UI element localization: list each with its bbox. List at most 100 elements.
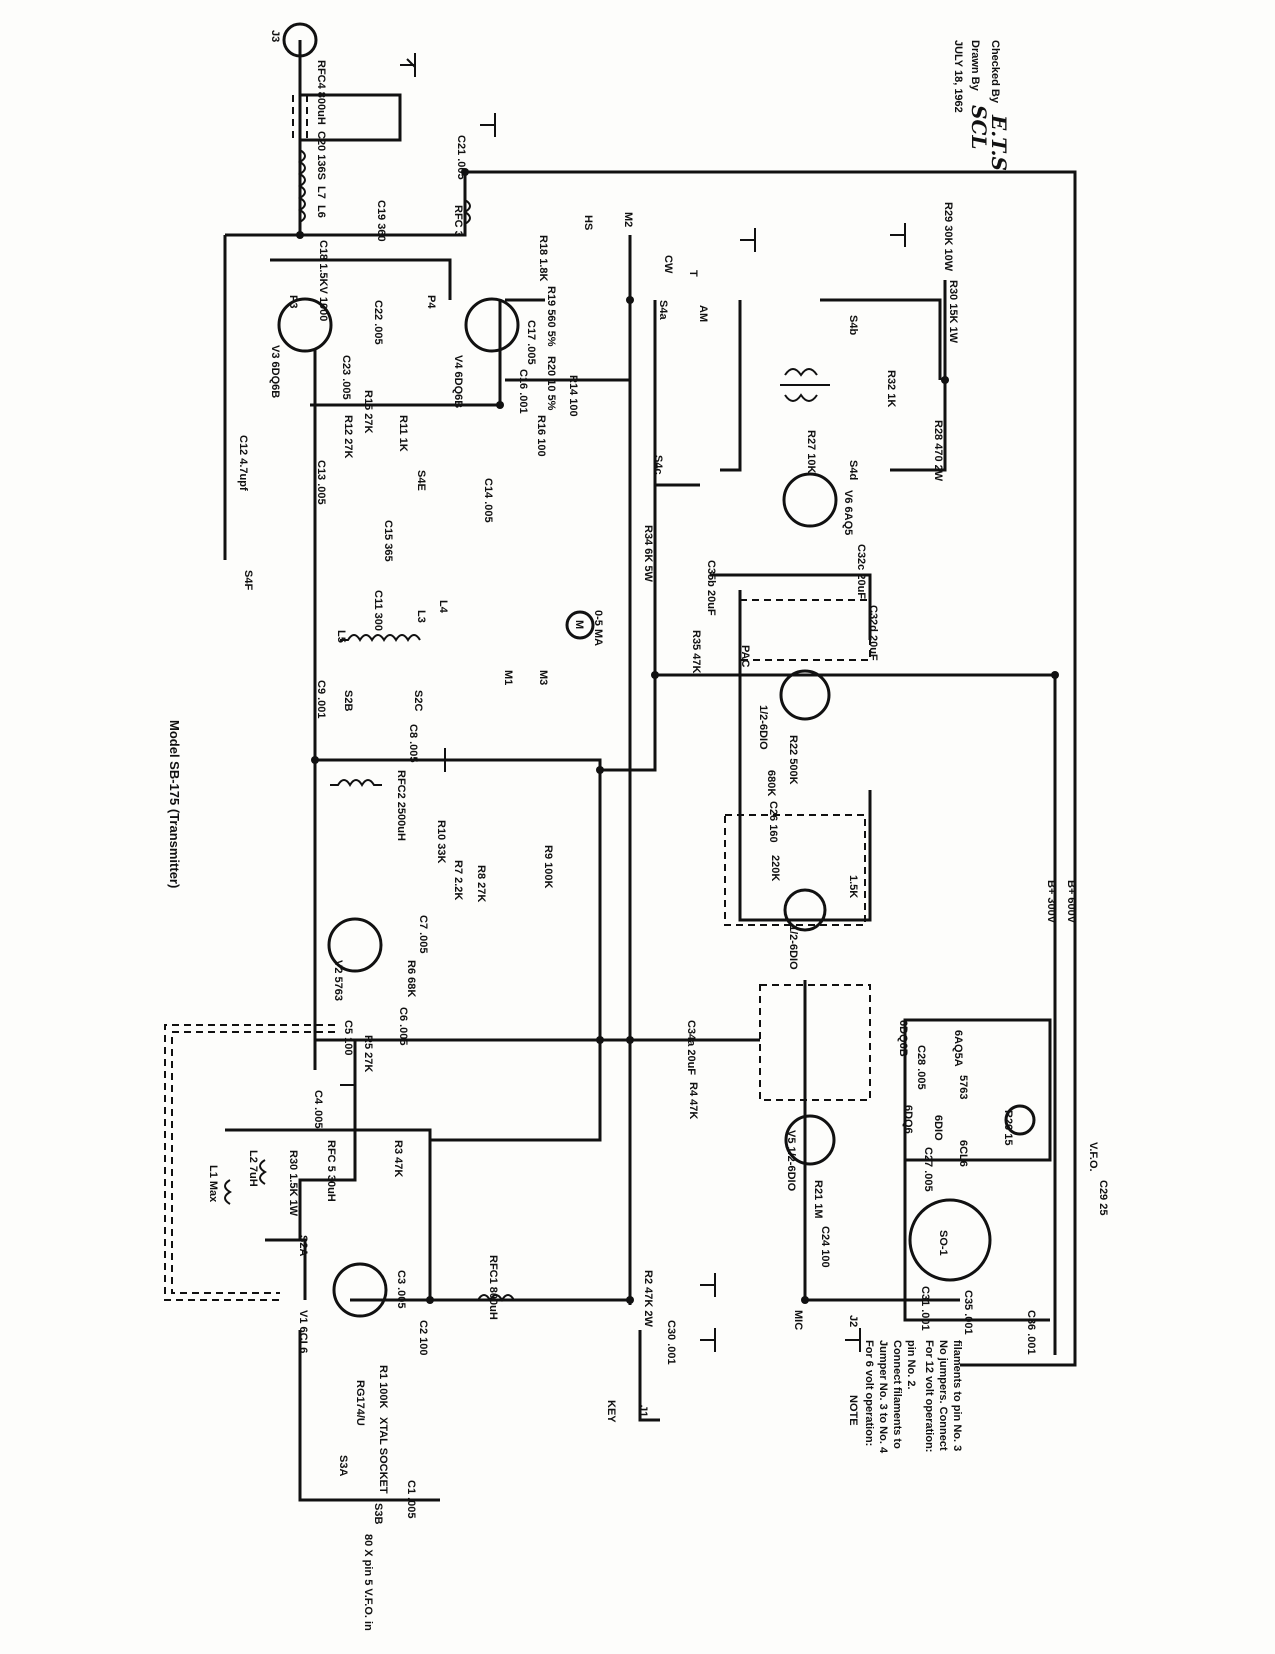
label-c26: C26 160 [767, 801, 779, 843]
label-t6dq6: 6DQ6 [902, 1105, 914, 1134]
lamp-r26 [1004, 1104, 1036, 1136]
label-c28: C28 .005 [915, 1045, 927, 1090]
label-m1: M1 [502, 670, 514, 685]
label-r3: R3 47K [392, 1140, 404, 1177]
label-c27: C27 .005 [922, 1147, 934, 1192]
label-t6dq6b: 6DQ6B [897, 1020, 909, 1057]
label-c32d: C32d 20uF [867, 605, 879, 661]
note-line: For 12 volt operation: [923, 1340, 935, 1452]
label-v6: V6 6AQ5 [842, 490, 854, 535]
label-c15: C15 365 [382, 520, 394, 562]
label-v4: V4 6DQ6B [452, 355, 464, 408]
note-line: For 6 volt operation: [863, 1340, 875, 1446]
label-l2: L2 7uH [247, 1150, 259, 1187]
label-rg: RG174/U [354, 1380, 366, 1426]
label-r15: R15 27K [362, 390, 374, 433]
label-v2: V2 5763 [332, 960, 344, 1001]
label-v1: V1 6CL6 [297, 1310, 309, 1353]
label-bplus300: B+ 300V [1045, 880, 1057, 924]
label-bplus600: B+ 600V [1065, 880, 1077, 924]
label-c16: C16 .001 [517, 369, 529, 414]
meter-m [565, 610, 595, 640]
label-vfo: V.F.O. [1087, 1142, 1099, 1172]
label-r32: R32 1K [885, 370, 897, 407]
label-t6cl6: 6CL6 [957, 1140, 969, 1167]
label-hs: HS [582, 215, 594, 230]
wiring [223, 40, 1077, 1502]
label-r12: R12 27K [342, 415, 354, 458]
label-xtal: XTAL SOCKET [377, 1417, 389, 1494]
label-r35: R35 47K [690, 630, 702, 673]
label-rfc5: RFC 5 30uH [325, 1140, 337, 1202]
label-r10: R10 33K [435, 820, 447, 863]
label-m3: M3 [537, 670, 549, 685]
label-c7: C7 .005 [417, 915, 429, 954]
label-j3: J3 [269, 30, 281, 42]
label-c34a: C34a 20uF [685, 1020, 697, 1075]
socket-so1 [908, 1198, 992, 1282]
label-c6: C6 .005 [397, 1007, 409, 1046]
label-s4a: S4a [657, 300, 669, 320]
label-r19: R19 560 5% [545, 286, 557, 347]
label-r16: R16 100 [535, 415, 547, 457]
label-s4e: S4E [415, 470, 427, 491]
label-c30b: C30 .001 [665, 1320, 677, 1365]
label-c2: C2 100 [417, 1320, 429, 1355]
label-c29: C29 25 [1097, 1180, 1109, 1215]
label-r20: R20 10 5% [545, 356, 557, 411]
label-am: AM [697, 305, 709, 322]
label-r21: R21 1M [812, 1180, 824, 1219]
label-pac: PAC [739, 645, 751, 667]
drawn-by-signature: SCL [967, 105, 991, 149]
label-c24: C24 100 [819, 1226, 831, 1268]
label-r7: R7 2.2K [452, 860, 464, 900]
label-r15k: 1.5K [847, 875, 859, 898]
note-line: pin No. 2. [905, 1340, 917, 1390]
label-c9: C9 .001 [315, 680, 327, 719]
label-c17: C17 .005 [525, 320, 537, 365]
label-t5763: 5763 [957, 1075, 969, 1099]
tube-v5a [779, 669, 831, 721]
label-meter_range: 0-5 MA [592, 610, 604, 646]
label-rfc2: RFC2 2500uH [395, 770, 407, 841]
label-c14: C14 .005 [482, 478, 494, 523]
label-v5b: 1/2-6DIO [787, 925, 799, 970]
tube-v2 [327, 917, 383, 973]
label-vfo_in: 80 X pin 5 V.F.O. in [362, 1534, 374, 1631]
label-l6: L6 [315, 205, 327, 218]
label-r34: R34 6K 5W [642, 525, 654, 582]
label-s3b: S3B [372, 1503, 384, 1524]
label-l4: L4 [437, 600, 449, 614]
label-t6dio: 6DIO [932, 1115, 944, 1141]
label-l7: L7 [315, 186, 327, 199]
label-c21: C21 .005 [455, 135, 467, 180]
fixed-text: Model SB-175 (Transmitter) JULY 18, 1962… [167, 40, 1011, 1454]
label-r1: R1 100K [377, 1365, 389, 1408]
label-l5: L5 [335, 630, 347, 643]
tube-v1 [332, 1262, 388, 1318]
label-mic: MIC [792, 1310, 804, 1330]
label-s2a: S2A [297, 1235, 309, 1256]
label-meter: M [573, 620, 585, 629]
label-v3: V3 6DQ6B [269, 345, 281, 398]
label-rfc4: RFC4 800uH [315, 60, 327, 125]
label-s4f: S4F [242, 570, 254, 590]
label-m2: M2 [622, 212, 634, 227]
label-r30: R30 15K 1W [947, 280, 959, 344]
checked-by-signature: E.T.S [987, 114, 1011, 171]
label-c20: C20 136S [315, 131, 327, 180]
label-r18: R18 1.8K [537, 235, 549, 282]
label-c13: C13 .005 [315, 460, 327, 505]
date: JULY 18, 1962 [952, 40, 964, 113]
label-v5: V5 1/2-6DIO [785, 1130, 797, 1192]
label-r4: R4 47K [687, 1082, 699, 1119]
label-c19: C19 360 [375, 200, 387, 242]
label-c5: C5 100 [342, 1020, 354, 1055]
label-c22: C22 .005 [372, 300, 384, 345]
label-key: KEY [605, 1400, 617, 1423]
label-r2: R2 47K 2W [642, 1270, 654, 1327]
label-r27: R27 10K [805, 430, 817, 473]
vacuum-tubes [277, 22, 1036, 1318]
